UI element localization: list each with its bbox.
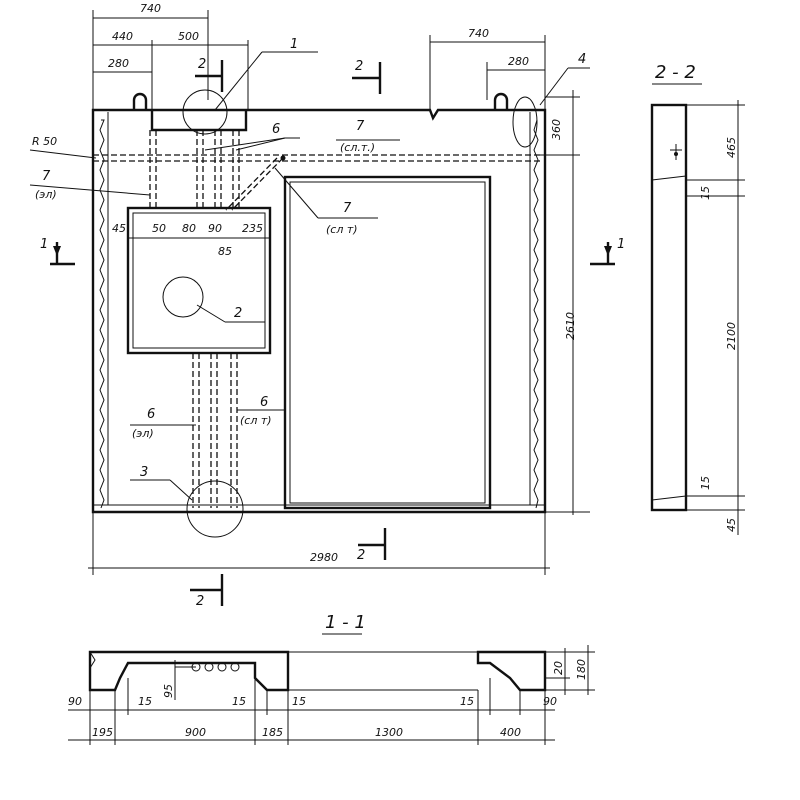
- opening-dimensions: 45 50 80 90 235 85: [112, 222, 270, 258]
- top-recess: [150, 110, 248, 132]
- section-2-2: 2 - 2 465 15 2100 15 45: [650, 62, 745, 535]
- dim-280-right: 280: [508, 55, 529, 68]
- section-1-1-outline: [88, 650, 290, 692]
- section-1-right: 1: [617, 237, 625, 252]
- section-2-bottom-left: 2: [196, 594, 204, 609]
- section-2-2-dim-15-bottom: 15: [699, 476, 712, 490]
- section-1-1-dim-95: 95: [162, 684, 175, 698]
- callout-1: 1: [290, 37, 298, 52]
- junction-dot: [280, 155, 286, 161]
- callouts: 1 6 7 (сл.т.) 7 (эл) 7 (сл т) 2 6 (эл) 6…: [29, 37, 590, 501]
- callout-6-right: 6: [260, 395, 268, 410]
- dim-360: 360: [550, 119, 563, 140]
- conduit-diagonal-b: [225, 157, 278, 211]
- section-1-1: 1 - 1 90 15 95 15 15 15 9: [68, 612, 595, 745]
- section-2-2-outline: [650, 103, 688, 512]
- small-opening-inner: [132, 212, 266, 349]
- top-dimensions: 740 440 500 280 740 280: [92, 2, 546, 110]
- callout-6-left: 6: [147, 407, 155, 422]
- bottom-dimension: 2980: [88, 512, 550, 575]
- section-marks: 2 2 2 2 1 1: [40, 57, 625, 609]
- section-2-2-dim-2100: 2100: [725, 322, 738, 350]
- callout-7-mid: 7: [343, 201, 352, 216]
- dim-2610: 2610: [564, 312, 577, 340]
- section-2-2-title: 2 - 2: [655, 62, 696, 83]
- dim-2980: 2980: [310, 551, 338, 564]
- detail-circle-2: [162, 276, 204, 318]
- dim-85: 85: [218, 245, 232, 258]
- section-1-1-dim-20: 20: [552, 661, 565, 675]
- lifting-loop-right: [493, 92, 509, 110]
- section-2-top-right: 2: [355, 59, 363, 74]
- callout-7-mid-sub: (сл т): [326, 223, 358, 236]
- panel-outline: [91, 108, 547, 514]
- dim-50: 50: [152, 222, 166, 235]
- section-1-1-dim-90-right: 90: [543, 695, 557, 708]
- section-2-bottom-mid: 2: [357, 548, 365, 563]
- section-1-1-hole-2: [204, 662, 214, 672]
- door-opening: [283, 175, 492, 510]
- callout-7-top: 7: [356, 119, 365, 134]
- conduit-diagonal-a: [231, 157, 284, 211]
- section-1-1-dim-1300: 1300: [375, 726, 403, 739]
- section-1-1-dim-900: 900: [185, 726, 206, 739]
- section-1-1-dim-400: 400: [500, 726, 521, 739]
- right-shear-keys: [533, 119, 539, 509]
- section-2-2-dim-465: 465: [725, 137, 738, 158]
- right-dimensions: 360 2610: [540, 90, 590, 515]
- door-opening-inner: [289, 181, 486, 504]
- detail-ellipse-4: [512, 96, 538, 148]
- section-1-1-dim-15-a: 15: [138, 695, 152, 708]
- section-1-1-dim-195: 195: [92, 726, 113, 739]
- detail-circle-1: [182, 89, 228, 135]
- callout-6-right-sub: (сл т): [240, 414, 272, 427]
- callout-6-left-sub: (эл): [132, 427, 154, 440]
- section-1-1-dim-185: 185: [262, 726, 283, 739]
- lifting-loop-left: [132, 92, 148, 110]
- callout-7-left: 7: [42, 169, 51, 184]
- callout-7-left-sub: (эл): [35, 188, 57, 201]
- section-1-1-dim-90-left: 90: [68, 695, 82, 708]
- section-2-2-dim-45: 45: [725, 518, 738, 532]
- section-2-top-left: 2: [198, 57, 206, 72]
- section-1-1-dim-180: 180: [575, 659, 588, 680]
- callout-2-circle: 2: [234, 306, 242, 321]
- section-1-1-hole-3: [217, 662, 227, 672]
- dim-80: 80: [182, 222, 196, 235]
- dim-440: 440: [112, 30, 133, 43]
- section-1-1-dim-15-d: 15: [460, 695, 474, 708]
- section-1-1-title: 1 - 1: [325, 612, 366, 633]
- callout-3: 3: [140, 465, 148, 480]
- section-1-1-hole-4: [230, 662, 240, 672]
- section-2-2-dim-15-top: 15: [699, 186, 712, 200]
- dim-235: 235: [242, 222, 263, 235]
- dim-45: 45: [112, 222, 126, 235]
- section-1-1-dim-15-b: 15: [232, 695, 246, 708]
- callout-6-top: 6: [272, 122, 280, 137]
- dim-90: 90: [208, 222, 222, 235]
- left-shear-keys: [99, 119, 105, 509]
- section-1-1-dim-15-c: 15: [292, 695, 306, 708]
- dim-740-left: 740: [140, 2, 161, 15]
- dim-740-right: 740: [468, 27, 489, 40]
- callout-4: 4: [578, 52, 586, 67]
- dim-280-left: 280: [108, 57, 129, 70]
- detail-circle-3: [186, 480, 244, 538]
- panel-elevation: 740 440 500 280 740 280 360 2610 2980 R …: [29, 2, 625, 609]
- dim-500: 500: [178, 30, 199, 43]
- section-1-left: 1: [40, 237, 48, 252]
- radius-label: R 50: [32, 135, 57, 148]
- callout-7-top-sub: (сл.т.): [340, 141, 375, 154]
